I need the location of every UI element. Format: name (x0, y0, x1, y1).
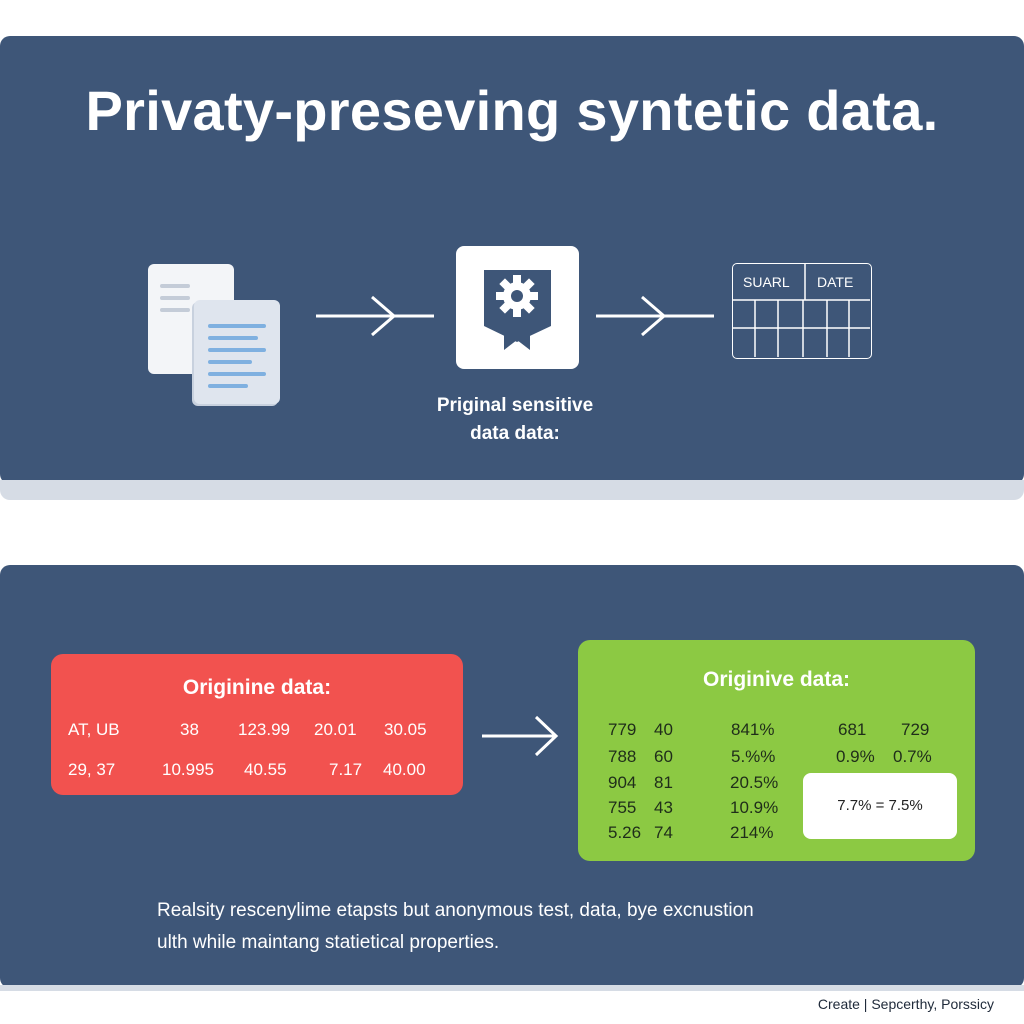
table-cell: 5.%% (731, 747, 776, 766)
table-cell: 7.17 (329, 760, 363, 779)
table-cell: AT, UB (68, 720, 120, 739)
table-cell: 81 (654, 773, 673, 792)
arrow-right-icon (482, 715, 559, 757)
caption-line-2: data data: (470, 423, 560, 444)
table-header-2: DATE (817, 274, 854, 290)
table-cell: 29, 37 (68, 760, 116, 779)
arrow-right-icon (596, 295, 714, 337)
table-cell: 38 (180, 720, 199, 739)
table-cell: 20.01 (314, 720, 357, 739)
top-panel-shadow (0, 480, 1024, 500)
table-cell: 5.26 (608, 823, 642, 842)
bottom-panel-shadow (0, 985, 1024, 991)
table-cell: 40.00 (383, 760, 426, 779)
footer-text: Create | Sepcerthy, Porssicy (817, 996, 994, 1012)
original-card-title: Originine data: (182, 676, 332, 699)
table-cell: 30.05 (384, 720, 427, 739)
table-cell: 779 (608, 720, 637, 739)
table-cell: 729 (901, 720, 930, 739)
table-cell: 0.9% (836, 747, 875, 766)
description-line-2: ulth while maintang statietical properti… (157, 932, 500, 953)
synthetic-card-title: Originive data: (702, 668, 851, 691)
table-cell: 43 (654, 798, 673, 817)
table-cell: 681 (838, 720, 867, 739)
table-cell: 60 (654, 747, 673, 766)
document-front (194, 300, 280, 404)
table-cell: 10.995 (162, 760, 214, 779)
caption-line-1: Priginal sensitive (436, 395, 594, 416)
table-cell: 40.55 (244, 760, 287, 779)
gear-badge-icon (456, 246, 579, 369)
table-cell: 10.9% (730, 798, 779, 817)
original-data-card: Originine data: AT, UB 38 123.99 20.01 3… (51, 654, 463, 795)
table-cell: 123.99 (238, 720, 290, 739)
table-cell: 904 (608, 773, 637, 792)
statistics-note-box: 7.7% = 7.5% (803, 773, 957, 839)
statistics-note: 7.7% = 7.5% (837, 797, 923, 814)
table-cell: 0.7% (893, 747, 932, 766)
table-cell: 788 (608, 747, 637, 766)
table-cell: 841% (731, 720, 775, 739)
page-title: Privaty-preseving syntetic data. (85, 79, 939, 142)
table-cell: 40 (654, 720, 673, 739)
flow-caption: Priginal sensitive data data: (402, 392, 628, 448)
table-icon: SUARL DATE (732, 263, 872, 359)
description-line-1: Realsity rescenylime etapsts but anonymo… (157, 900, 754, 921)
table-cell: 74 (654, 823, 673, 842)
table-header-1: SUARL (743, 274, 790, 290)
table-cell: 755 (608, 798, 637, 817)
table-cell: 214% (730, 823, 774, 842)
arrow-right-icon (316, 295, 434, 337)
table-cell: 20.5% (730, 773, 779, 792)
